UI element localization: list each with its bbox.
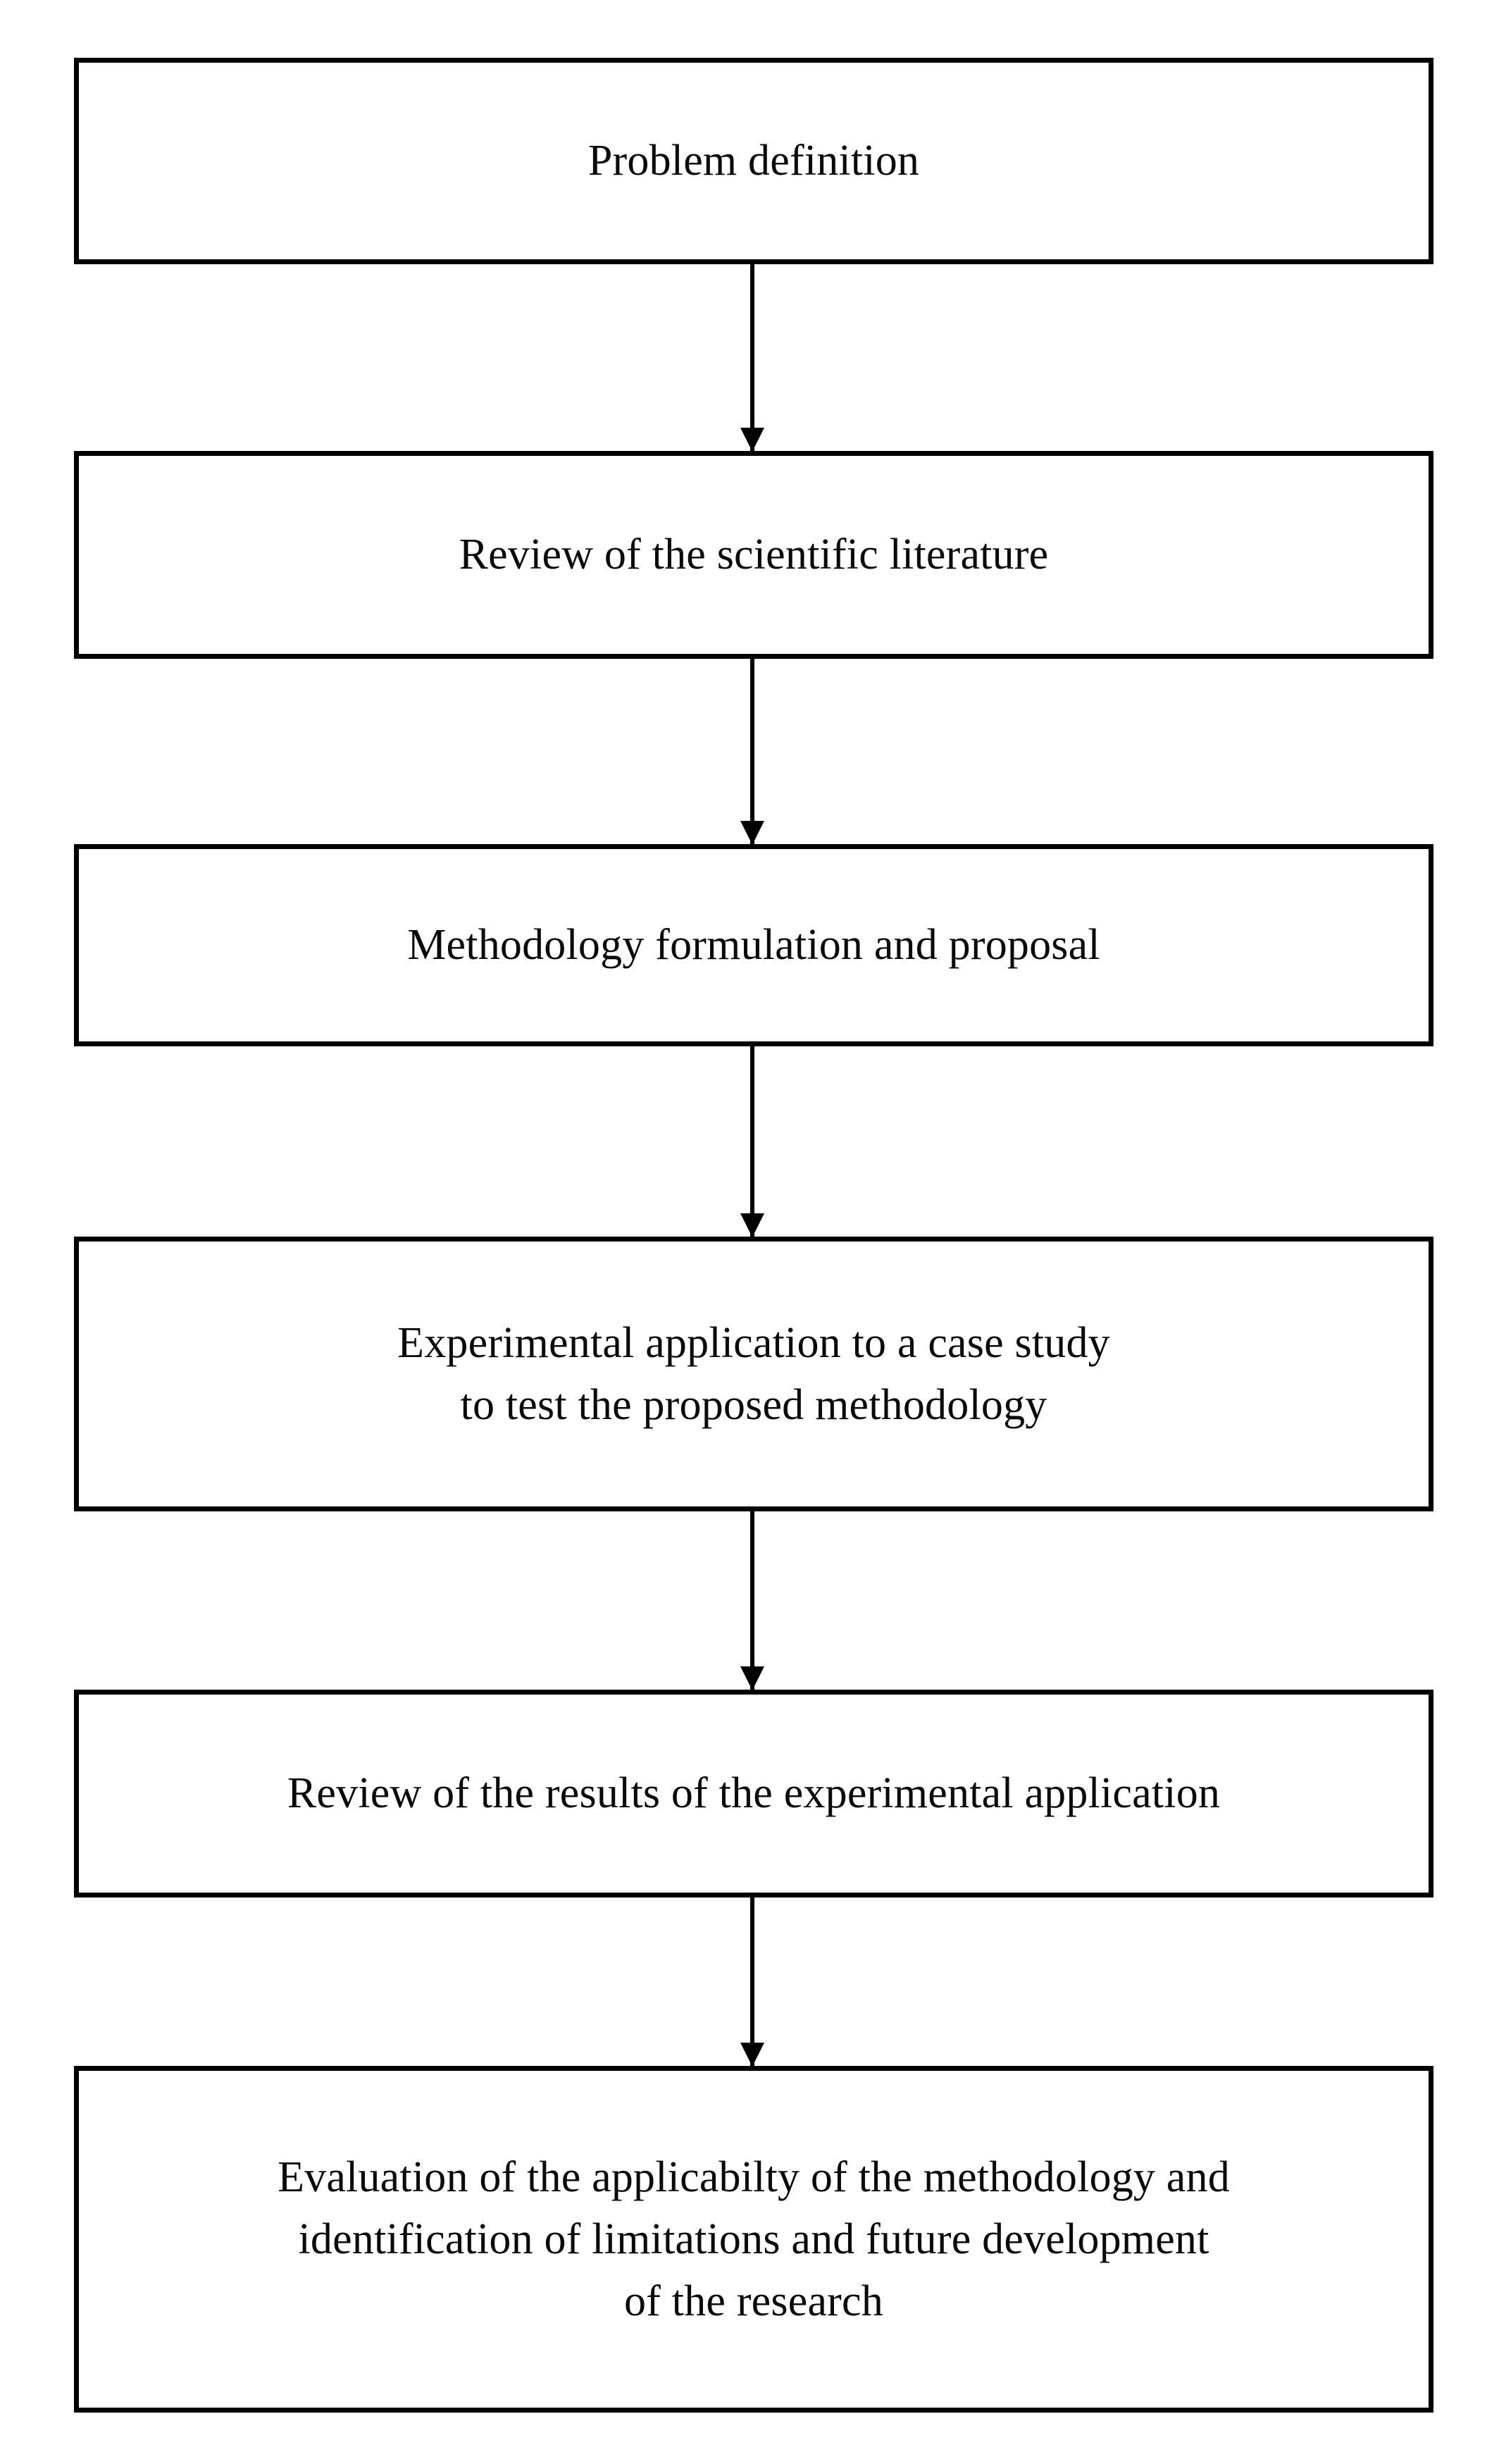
flow-node-label: Evaluation of the applicabilty of the me…	[278, 2153, 1230, 2326]
arrow-head-icon	[740, 2043, 764, 2067]
flow-node-label: Methodology formulation and proposal	[407, 921, 1100, 970]
flow-node-experimental-application[interactable]: Experimental application to a case study…	[74, 1237, 1433, 1511]
arrow-shaft	[750, 1897, 754, 2066]
flow-node-applicability-evaluation[interactable]: Evaluation of the applicabilty of the me…	[74, 2066, 1433, 2413]
flow-node-label: Problem definition	[587, 137, 920, 185]
arrow-head-icon	[740, 1666, 764, 1690]
flow-node-results-review[interactable]: Review of the results of the experimenta…	[74, 1690, 1433, 1897]
arrow-shaft	[750, 1046, 754, 1237]
arrow-head-icon	[740, 428, 764, 452]
arrow-shaft	[750, 264, 754, 451]
flow-node-problem-definition[interactable]: Problem definition	[74, 58, 1433, 264]
arrow-shaft	[750, 1511, 754, 1690]
arrow-shaft	[750, 659, 754, 844]
flow-node-methodology-formulation[interactable]: Methodology formulation and proposal	[74, 844, 1433, 1046]
flow-node-label: Review of the results of the experimenta…	[287, 1769, 1221, 1818]
arrow-head-icon	[740, 1213, 764, 1237]
flow-node-literature-review[interactable]: Review of the scientific literature	[74, 451, 1433, 659]
flow-node-label: Experimental application to a case study…	[397, 1318, 1110, 1429]
arrow-head-icon	[740, 821, 764, 845]
flow-node-label: Review of the scientific literature	[459, 531, 1049, 579]
